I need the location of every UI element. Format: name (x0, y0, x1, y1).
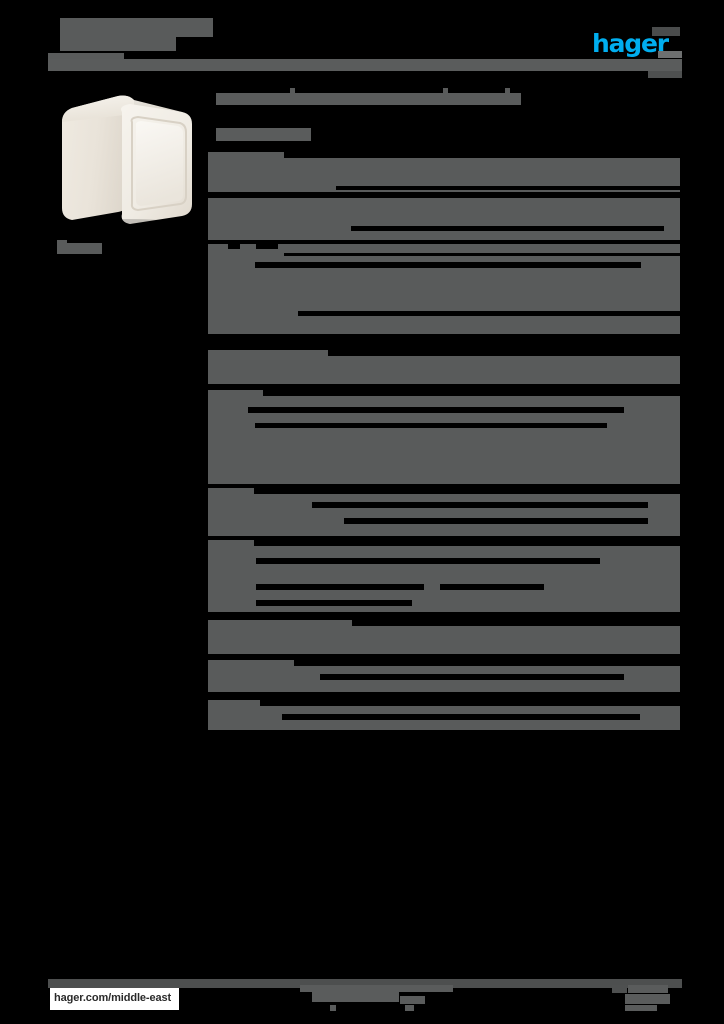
footer-page-number (628, 985, 668, 993)
spec-row-label-stub (208, 390, 263, 397)
page-title (216, 93, 521, 105)
header-rule-stub (48, 53, 124, 60)
logo-shade-top (652, 27, 680, 36)
spec-row-label-stub (208, 660, 294, 667)
spec-row-leader (256, 584, 424, 590)
table-row (208, 356, 680, 384)
spec-row-label-stub (208, 350, 328, 357)
table-row (208, 198, 680, 240)
spec-row-leader (298, 311, 680, 316)
spec-row-leader (256, 600, 412, 606)
footer-url-link[interactable]: hager.com/middle-east (50, 988, 179, 1010)
table-row (208, 494, 680, 536)
footer-right-line3 (625, 1005, 657, 1011)
footer-right-line2 (625, 994, 670, 1004)
hager-logo-wordmark: hager (592, 29, 669, 58)
heading-ascender-3 (505, 88, 510, 94)
footer-center-mark2 (405, 1005, 414, 1011)
header-rule-tail (648, 71, 682, 78)
spec-row-leader (440, 584, 544, 590)
heading-ascender-2 (443, 88, 448, 94)
spec-row-label-stub (208, 488, 254, 495)
spec-row-label-stub (208, 152, 284, 159)
section-subtitle (216, 128, 311, 141)
spec-row-leader (256, 558, 600, 564)
spec-row-label-stub (208, 700, 260, 707)
document-note: All body text is rendered as solid redac… (0, 0, 1, 1)
product-caption (57, 243, 102, 254)
hager-logo[interactable]: hager (592, 27, 682, 58)
footer-rule (48, 979, 682, 988)
spec-row-leader (256, 244, 278, 253)
footer-center-line2 (312, 992, 399, 1002)
footer-center-line1 (300, 985, 453, 992)
spec-row-label-stub (208, 540, 254, 547)
spec-row-leader (228, 244, 240, 253)
spec-row-label-stub (208, 249, 284, 257)
spec-row-leader (312, 502, 648, 508)
logo-shade-bottom (658, 51, 682, 58)
footer-center-line3 (400, 996, 425, 1004)
product-image (56, 92, 206, 234)
header-rule (48, 59, 682, 71)
header-title-line2 (60, 37, 176, 51)
footer-center-mark1 (330, 1005, 336, 1011)
spec-row-leader (344, 518, 648, 524)
spec-row-leader (351, 226, 664, 231)
header-title-line1 (60, 18, 213, 37)
spec-row-leader (255, 423, 607, 428)
table-row (208, 626, 680, 654)
spec-row-leader (320, 674, 624, 680)
heading-ascender-1 (290, 88, 295, 94)
spec-row-leader (282, 714, 640, 720)
table-row (208, 256, 680, 334)
footer-url-text: hager.com/middle-east (54, 992, 172, 1004)
spec-row-leader (255, 262, 641, 268)
table-row (208, 244, 680, 253)
spec-row-leader (336, 186, 680, 190)
product-switch-illustration (62, 95, 192, 231)
footer-page-number-prefix (612, 985, 627, 993)
spec-row-leader (248, 407, 624, 413)
spec-row-label-stub (208, 620, 352, 627)
